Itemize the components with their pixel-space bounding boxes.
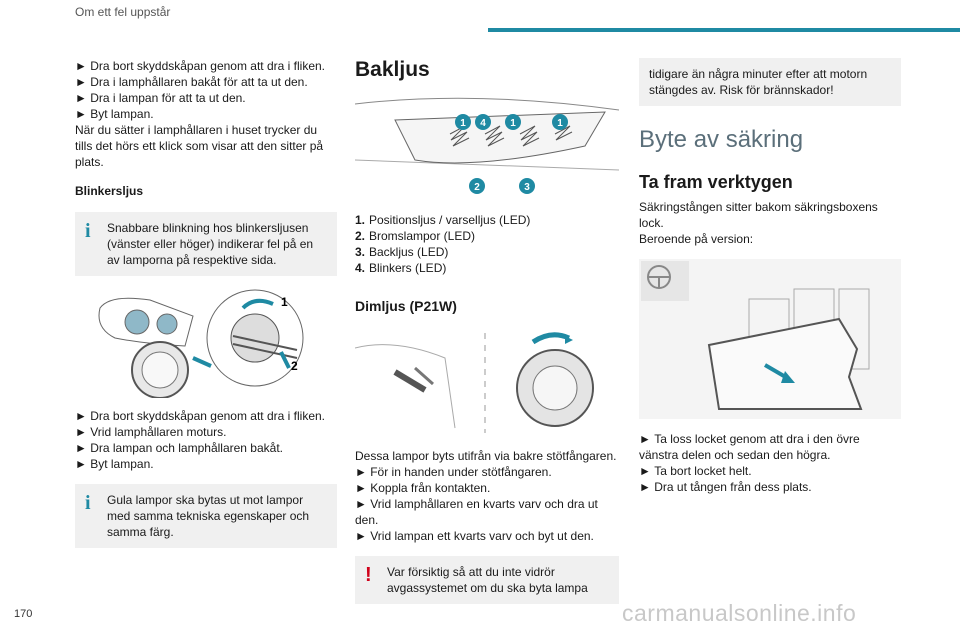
warning-text: Var försiktig så att du inte vidrör avga… (387, 565, 588, 595)
step: Dra ut tången från dess plats. (639, 479, 901, 495)
paragraph: Beroende på version: (639, 232, 754, 246)
step: Koppla från kontakten. (355, 480, 619, 496)
column-right: tidigare än några minuter efter att moto… (639, 58, 901, 495)
list-item: 1.Positionsljus / varselljus (LED) (355, 213, 531, 227)
step: Dra i lamphållaren bakåt för att ta ut d… (75, 74, 337, 90)
info-text: Gula lampor ska bytas ut mot lampor med … (107, 493, 310, 539)
section-heading-blinkers: Blinkersljus (75, 184, 144, 198)
step: Vrid lamphållaren en kvarts varv och dra… (355, 496, 619, 528)
paragraph: Säkringstången sitter bakom säkringsboxe… (639, 200, 878, 230)
step: Vrid lampan ett kvarts varv och byt ut d… (355, 528, 619, 544)
warning-note-continued: tidigare än några minuter efter att moto… (639, 58, 901, 106)
column-middle: Bakljus 1 4 1 1 2 3 1.Positionsljus / va… (355, 58, 619, 604)
callout-number: 4 (480, 118, 486, 129)
callout-number: 1 (557, 118, 563, 129)
info-icon: i (85, 220, 91, 242)
step: Byt lampan. (75, 456, 337, 472)
step: Dra i lampan för att ta ut den. (75, 90, 337, 106)
legend-list: 1.Positionsljus / varselljus (LED) 2.Bro… (355, 212, 619, 276)
step: Ta bort locket helt. (639, 463, 901, 479)
column-left: Dra bort skyddskåpan genom att dra i fli… (75, 58, 337, 548)
fig-label: 1 (281, 295, 288, 309)
callout-number: 1 (460, 118, 466, 129)
callout-number: 3 (524, 182, 530, 193)
info-icon: i (85, 492, 91, 514)
figure-tail-light: 1 4 1 1 2 3 (355, 97, 619, 194)
paragraph: När du sätter i lamphållaren i huset try… (75, 123, 324, 169)
step: Ta loss locket genom att dra i den övre … (639, 431, 901, 463)
info-text: Snabbare blinkning hos blinkersljusen (v… (107, 221, 314, 267)
section-heading-byte-av-sakring: Byte av säkring (639, 126, 804, 153)
info-note: i Snabbare blinkning hos blinkersljusen … (75, 212, 337, 276)
warning-text: tidigare än några minuter efter att moto… (649, 67, 868, 97)
warning-note: ! Var försiktig så att du inte vidrör av… (355, 556, 619, 604)
paragraph: Dessa lampor byts utifrån via bakre stöt… (355, 449, 617, 463)
list-item: 4.Blinkers (LED) (355, 261, 447, 275)
page-number: 170 (14, 608, 33, 620)
section-heading-dimljus: Dimljus (P21W) (355, 298, 457, 314)
callout-number: 1 (510, 118, 516, 129)
subheading-ta-fram-verktygen: Ta fram verktygen (639, 172, 793, 192)
step: Dra lampan och lamphållaren bakåt. (75, 440, 337, 456)
header-accent-bar (488, 28, 960, 32)
step: Dra bort skyddskåpan genom att dra i fli… (75, 408, 337, 424)
watermark: carmanualsonline.info (622, 600, 857, 626)
section-heading-bakljus: Bakljus (355, 58, 430, 81)
step: Vrid lamphållaren moturs. (75, 424, 337, 440)
step: För in handen under stötfångaren. (355, 464, 619, 480)
list-item: 2.Bromslampor (LED) (355, 229, 476, 243)
callout-number: 2 (474, 182, 480, 193)
figure-fog-lamp (355, 332, 594, 433)
running-header: Om ett fel uppstår (75, 5, 171, 19)
fig-label: 2 (291, 359, 298, 373)
step: Dra bort skyddskåpan genom att dra i fli… (75, 58, 337, 74)
step: Byt lampan. (75, 106, 337, 122)
figure-fuse-box-cover (639, 259, 901, 419)
figure-blinker-bulb: 1 2 (98, 289, 304, 398)
warning-icon: ! (365, 564, 372, 586)
info-note: i Gula lampor ska bytas ut mot lampor me… (75, 484, 337, 548)
list-item: 3.Backljus (LED) (355, 245, 449, 259)
